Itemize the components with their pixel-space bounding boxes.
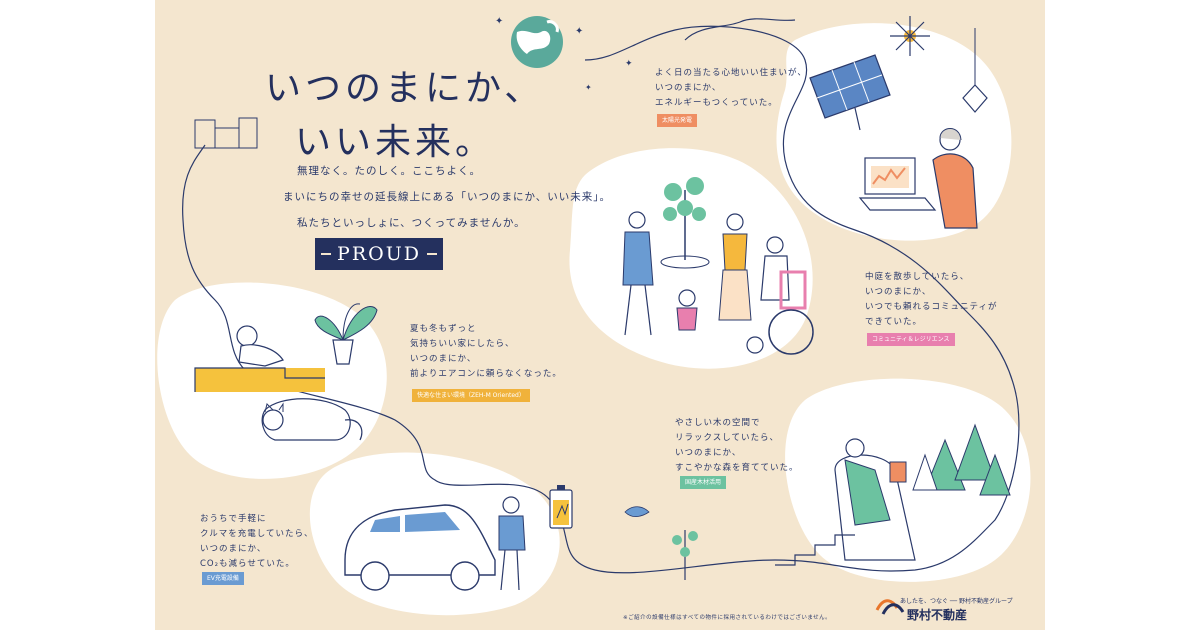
- poster: ✦ ✦ ✦ ✦: [155, 0, 1045, 630]
- woman-laptop-figure: [858, 128, 978, 229]
- caption-wood-line-3: いつのまにか、: [675, 448, 742, 458]
- sun-icon: [890, 16, 930, 56]
- caption-ev-line-3: いつのまにか、: [200, 544, 267, 554]
- caption-ev-line-1: おうちで手軽に: [200, 514, 267, 524]
- caption-wood-line-1: やさしい木の空間で: [675, 418, 761, 428]
- svg-text:✦: ✦: [575, 26, 583, 37]
- company-logo-text: 野村不動産: [907, 608, 968, 622]
- reading-chair: [834, 438, 916, 561]
- group-slogan: あしたを、つなぐ ── 野村不動産グループ: [900, 598, 1013, 605]
- caption-solar-line-1: よく日の当たる心地いい住まいが、: [655, 68, 807, 78]
- earth-icon: [511, 16, 563, 68]
- caption-solar-line-3: エネルギーもつくっていた。: [655, 98, 778, 108]
- tag-comfort: 快適な住まい環境（ZEH-M Oriented）: [412, 389, 530, 402]
- intro-line-1: 無理なく。たのしく。ここちよく。: [297, 165, 481, 177]
- city-building: [194, 117, 258, 149]
- tag-community: コミュニティ＆レジリエンス: [867, 333, 955, 346]
- tag-wood: 国産木材活用: [680, 476, 727, 489]
- headline-line-1: いつのまにか、: [265, 68, 545, 109]
- intro-line-3: 私たちといっしょに、つくってみませんか。: [297, 217, 526, 229]
- caption-comfort-line-4: 前よりエアコンに頼らなくなった。: [410, 369, 562, 379]
- nomura-logo-icon: [875, 599, 905, 615]
- cat-figure: [261, 398, 363, 441]
- svg-text:✦: ✦: [625, 59, 633, 69]
- caption-community-line-3: いつでも頼れるコミュニティが: [865, 302, 998, 312]
- courtyard-tree: [660, 177, 710, 269]
- ev-car: [344, 504, 496, 591]
- caption-community-line-2: いつのまにか、: [865, 287, 932, 297]
- caption-wood-line-2: リラックスしていたら、: [675, 433, 779, 443]
- caption-community-line-1: 中庭を散歩していたら、: [865, 272, 970, 282]
- tag-ev: EV充電設備: [202, 572, 244, 585]
- forest-trees: [912, 423, 1011, 496]
- caption-comfort: 夏も冬もずっと 気持ちいい家にしたら、 いつのまにか、 前よりエアコンに頼らなく…: [410, 322, 562, 382]
- headline-line-2: いい未来。: [295, 122, 496, 163]
- bird-icon: [624, 506, 650, 517]
- caption-solar-line-2: いつのまにか、: [655, 83, 722, 93]
- sunlit-floor: [195, 368, 325, 392]
- footnote: ※ご紹介の設備仕様はすべての物件に採用されているわけではございません。: [623, 615, 832, 621]
- family-figures: [622, 211, 814, 355]
- battery-icon: [549, 485, 573, 529]
- proud-logo: PROUD: [315, 238, 443, 270]
- caption-wood: やさしい木の空間で リラックスしていたら、 いつのまにか、 すこやかな森を育てて…: [675, 416, 799, 476]
- caption-ev-line-4: CO₂も減らせていた。: [200, 559, 295, 569]
- pendant-lamp-icon: [962, 28, 988, 113]
- caption-solar: よく日の当たる心地いい住まいが、 いつのまにか、 エネルギーもつくっていた。: [655, 66, 807, 111]
- caption-community-line-4: できていた。: [865, 317, 923, 327]
- illustration-layer: ✦ ✦ ✦ ✦: [157, 16, 1031, 616]
- caption-ev: おうちで手軽に クルマを充電していたら、 いつのまにか、 CO₂も減らせていた。: [200, 512, 314, 572]
- caption-ev-line-2: クルマを充電していたら、: [200, 529, 314, 539]
- caption-comfort-line-2: 気持ちいい家にしたら、: [410, 339, 515, 349]
- man-charging-figure: [498, 496, 526, 591]
- caption-wood-line-4: すこやかな森を育てていた。: [675, 463, 799, 473]
- svg-text:✦: ✦: [585, 83, 592, 92]
- caption-comfort-line-1: 夏も冬もずっと: [410, 324, 477, 334]
- sapling-tree: [672, 530, 698, 580]
- caption-comfort-line-3: いつのまにか、: [410, 354, 477, 364]
- svg-text:✦: ✦: [495, 16, 503, 27]
- intro-line-2: まいにちの幸せの延長線上にある「いつのまにか、いい未来」。: [283, 191, 612, 203]
- blob-community: [569, 148, 813, 369]
- intro-text: 無理なく。たのしく。ここちよく。 まいにちの幸せの延長線上にある「いつのまにか、…: [283, 158, 611, 236]
- caption-community: 中庭を散歩していたら、 いつのまにか、 いつでも頼れるコミュニティが できていた…: [865, 270, 998, 330]
- tag-solar: 太陽光発電: [657, 114, 698, 127]
- solar-panel-icon: [809, 54, 891, 131]
- headline: いつのまにか、 いい未来。: [265, 62, 544, 170]
- baby-figure: [236, 325, 284, 367]
- houseplant: [314, 303, 378, 365]
